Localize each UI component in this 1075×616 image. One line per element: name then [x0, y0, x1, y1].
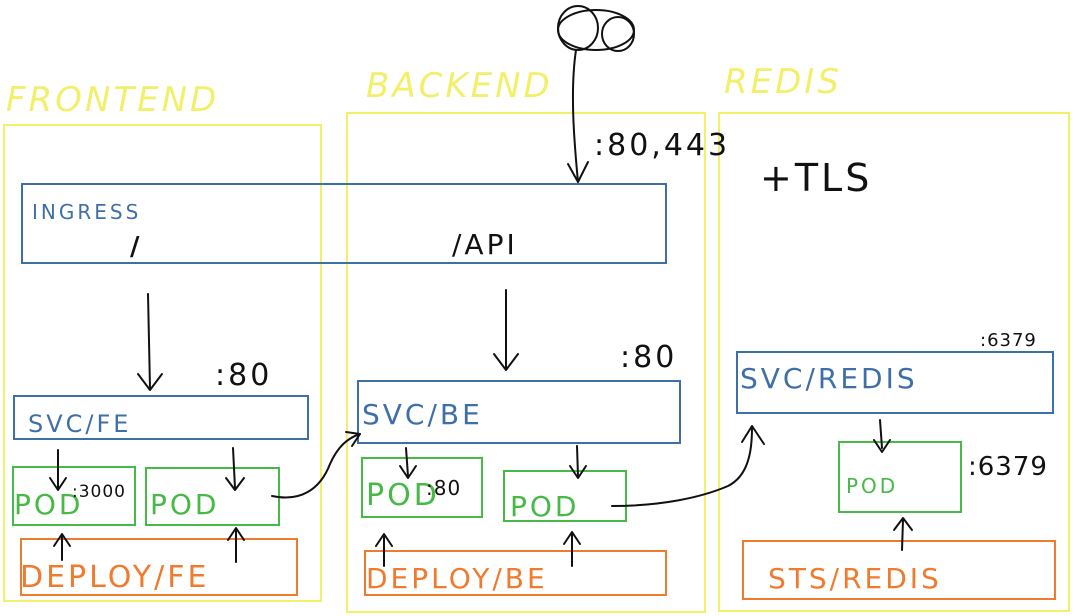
sts-redis-label: STS/REDIS [768, 562, 942, 595]
sts-redis-box [742, 540, 1056, 600]
fe-pod-1-port: :3000 [72, 482, 126, 502]
svc-be-box [357, 380, 681, 444]
deploy-be-label: DEPLOY/BE [366, 562, 548, 595]
arrowhead-ingress-to-svc-be [493, 353, 519, 371]
deploy-fe-box [20, 538, 298, 596]
arrowhead-sts-redis-to-pod [893, 517, 913, 531]
arrowhead-svc-fe-to-pod-1 [49, 477, 67, 491]
svc-fe-port: :80 [215, 358, 273, 393]
arrow-be-pod-to-svc-redis [611, 427, 753, 507]
ingress-box [21, 183, 667, 264]
arrow-sts-redis-to-pod [901, 519, 904, 551]
be-pod-1-port: :80 [426, 476, 462, 500]
svc-redis-port: :6379 [980, 330, 1037, 351]
be-pod-2-box [503, 470, 627, 522]
fe-pod-1-box [12, 466, 136, 526]
svc-redis-label: SVC/REDIS [740, 362, 918, 395]
backend-zone-title: BACKEND [366, 66, 553, 106]
arrowhead-svc-be-to-pod-2 [569, 465, 587, 479]
arrow-svc-be-to-pod-2 [576, 445, 579, 477]
arrowhead-be-pod-to-svc-redis [741, 425, 765, 445]
redis-pod-label: POD [846, 474, 899, 498]
user-icon [557, 5, 635, 52]
svc-be-label: SVC/BE [362, 398, 483, 431]
redis-pod-box [838, 441, 962, 513]
arrowhead-deploy-be-to-pod-2 [563, 531, 581, 545]
frontend-zone-title: FRONTEND [6, 80, 220, 120]
arrowhead-deploy-fe-to-pod-1 [53, 533, 71, 547]
arrow-svc-redis-to-pod [879, 419, 883, 449]
redis-pod-port: :6379 [968, 452, 1048, 482]
arrowhead-user-to-ingress [567, 161, 589, 183]
arrow-ingress-to-svc-fe [147, 293, 151, 389]
svc-be-port: :80 [620, 340, 678, 375]
ingress-root-path: / [130, 232, 143, 262]
arrowhead-svc-fe-to-pod-2 [225, 477, 245, 491]
arrowhead-deploy-be-to-pod-1 [375, 533, 393, 547]
svc-fe-box [13, 395, 309, 440]
be-pod-1-box [361, 457, 483, 518]
ingress-label: INGRESS [32, 200, 142, 224]
svc-fe-label: SVC/FE [28, 410, 132, 438]
frontend-zone [3, 124, 322, 602]
arrowhead-deploy-fe-to-pod-2 [227, 527, 245, 541]
ingress-tls: +TLS [760, 156, 873, 200]
ingress-ports: :80,443 [594, 128, 731, 163]
arrow-svc-be-to-pod-1 [405, 447, 409, 477]
ingress-api-path: /API [452, 228, 518, 261]
redis-zone-title: REDIS [724, 62, 842, 102]
arrowhead-svc-redis-to-pod [873, 439, 891, 453]
fe-pod-2-label: POD [150, 488, 220, 521]
arrow-fe-pod-to-svc-be [271, 433, 361, 499]
svc-redis-box [736, 351, 1054, 414]
deploy-fe-label: DEPLOY/FE [20, 560, 210, 595]
redis-zone [718, 112, 1070, 612]
deploy-be-box [364, 550, 667, 596]
backend-zone [346, 112, 706, 613]
fe-pod-1-label: POD [14, 488, 84, 521]
arrow-svc-fe-to-pod-2 [232, 447, 236, 489]
be-pod-1-label: POD [366, 478, 440, 513]
arrowhead-svc-be-to-pod-1 [399, 465, 417, 479]
be-pod-2-label: POD [510, 490, 580, 523]
arrow-user-to-ingress [571, 49, 579, 183]
arrowhead-fe-pod-to-svc-be [345, 431, 361, 447]
arrowhead-ingress-to-svc-fe [137, 373, 163, 391]
